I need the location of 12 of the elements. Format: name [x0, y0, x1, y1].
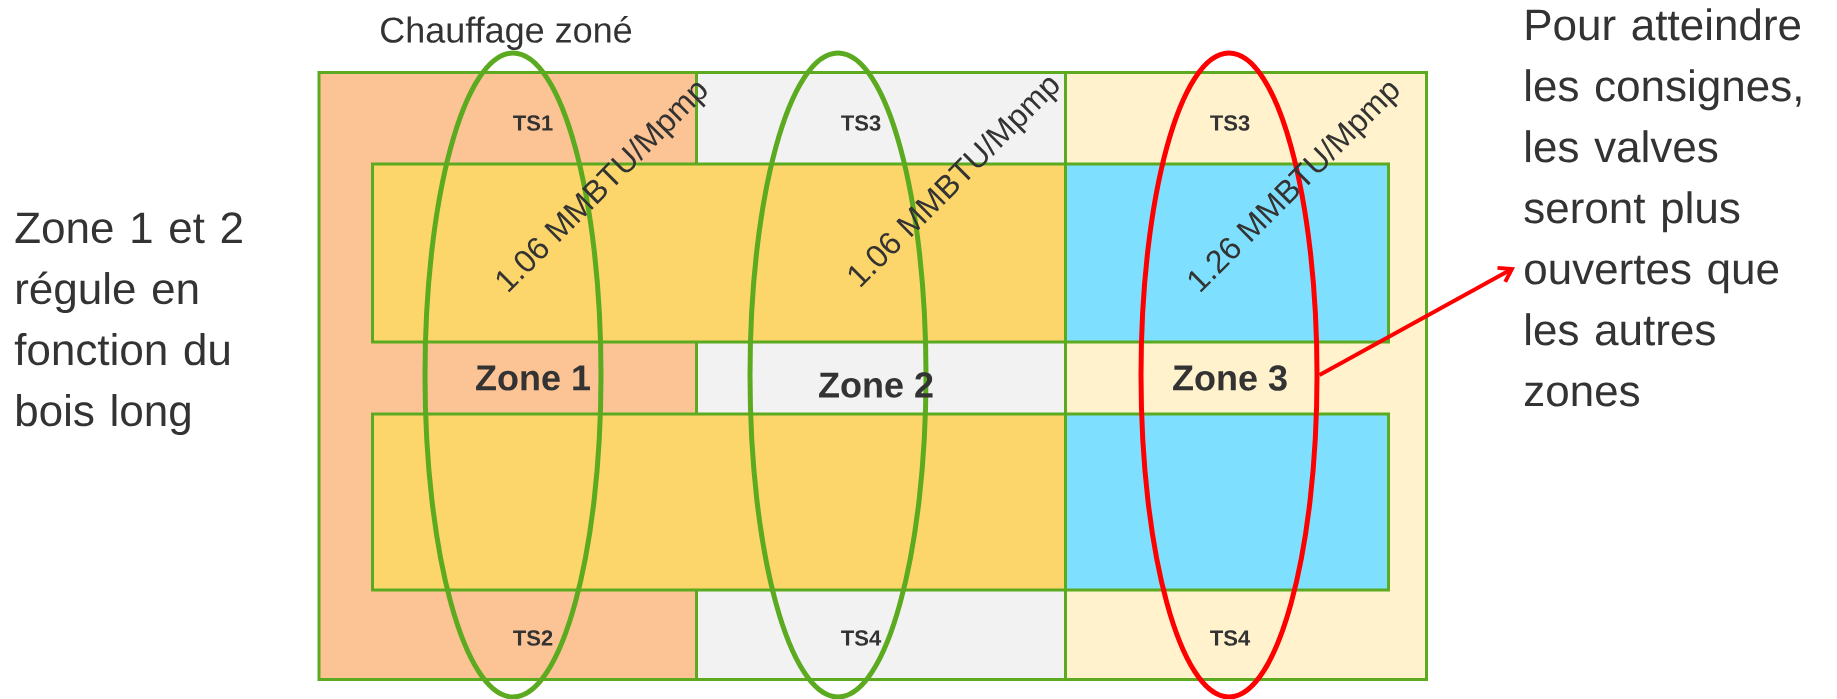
note-text: Zone 1 et 2 régule en fonction du bois long: [14, 212, 242, 436]
wood-stack-box: [1064, 412, 1390, 592]
note-text: Pour atteindre les consignes, les valves seront plus ouvertes que les autres zones: [1524, 8, 1801, 407]
arrow: [1318, 265, 1515, 377]
wood-stack-box: [371, 412, 1067, 592]
sensor-label: TS4: [841, 630, 882, 646]
zone-label: Zone 3: [1173, 365, 1287, 391]
zone-label: Zone 1: [476, 365, 590, 391]
sensor-label: TS4: [1210, 630, 1251, 646]
sensor-label: TS3: [841, 115, 881, 131]
sensor-label: TS2: [513, 630, 553, 646]
title: Chauffage zoné: [381, 16, 632, 50]
